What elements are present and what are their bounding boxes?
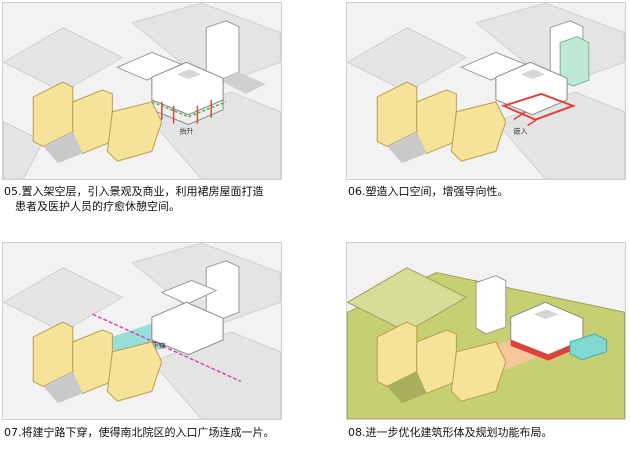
panel-06-diagram: 嵌入 (346, 2, 626, 180)
building-shadow (387, 371, 427, 404)
yellow-building (416, 89, 457, 154)
panel-06-caption: 06.塑造入口空间，增强导向性。 (348, 184, 509, 199)
panel-06-svg: 嵌入 (347, 3, 625, 179)
panel-08-diagram (346, 242, 626, 420)
panel-08-svg (347, 267, 625, 419)
city-block (3, 27, 124, 93)
yellow-building (450, 101, 507, 162)
city-block (3, 267, 124, 333)
red-entrance-insert (500, 92, 576, 121)
yellow-building (106, 101, 163, 162)
panel-05-caption: 05.置入架空层，引入景观及商业，利用裙房屋面打造 患者及医护人员的疗愈休憩空间… (4, 184, 264, 214)
city-block (3, 120, 44, 179)
panel-label: 抬升 (180, 127, 194, 136)
city-block (347, 267, 468, 333)
panel-label: 嵌入 (514, 128, 528, 136)
yellow-building (72, 329, 113, 394)
panel-07-caption: 07.将建宁路下穿，使得南北院区的入口广场连成一片。 (4, 425, 275, 440)
caption-line: 07.将建宁路下穿，使得南北院区的入口广场连成一片。 (4, 426, 275, 439)
red-facade-band (510, 339, 583, 361)
courtyard (520, 69, 546, 80)
panel-07-svg: 下穿 (3, 243, 281, 419)
white-block (160, 280, 218, 305)
panel-05-svg: 抬升 (3, 3, 281, 179)
courtyard (533, 309, 559, 320)
caption-line: 患者及医护人员的疗愈休憩空间。 (4, 200, 180, 213)
yellow-building (416, 329, 457, 394)
yellow-building (72, 89, 113, 154)
yellow-building (450, 341, 507, 402)
entrance-arrows (513, 111, 540, 127)
caption-line: 08.进一步优化建筑形体及规划功能布局。 (348, 426, 553, 439)
caption-line: 05.置入架空层，引入景观及商业，利用裙房屋面打造 (4, 185, 264, 198)
tower-shadow (219, 72, 266, 94)
white-main-building (151, 301, 224, 356)
caption-line: 06.塑造入口空间，增强导向性。 (348, 185, 509, 198)
white-tower (475, 275, 507, 335)
city-block (347, 27, 468, 93)
white-tower (205, 20, 240, 81)
panel-08-caption: 08.进一步优化建筑形体及规划功能布局。 (348, 425, 553, 440)
courtyard (176, 69, 202, 80)
green-dash-outline (151, 101, 227, 118)
building-shadow (43, 371, 83, 404)
cyan-wing (569, 333, 608, 361)
building-shadow (387, 131, 427, 164)
panel-07-diagram: 下穿 (2, 242, 282, 420)
magenta-road-line (92, 313, 242, 383)
panel-05-diagram: 抬升 (2, 2, 282, 180)
lift-arrows (161, 99, 212, 124)
building-shadow (43, 131, 83, 164)
white-main-building (495, 61, 568, 116)
yellow-building (106, 341, 163, 402)
panel-label: 下穿 (152, 341, 166, 350)
